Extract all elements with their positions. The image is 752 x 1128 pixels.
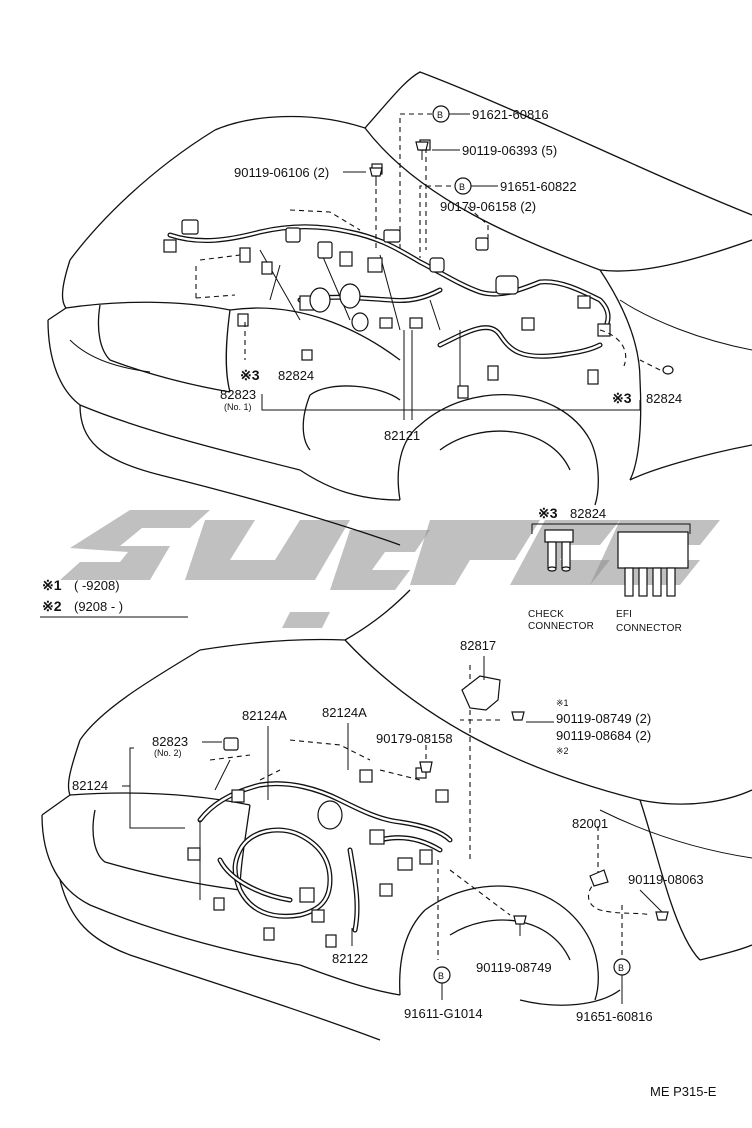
code-90119-06106: 90119-06106 (2)	[234, 165, 329, 180]
b-mark-text: B	[438, 971, 444, 981]
efi-connector-line2: CONNECTOR	[616, 623, 682, 634]
code-90119-08749: 90119-08749	[476, 960, 552, 975]
b-mark-text: B	[459, 182, 465, 192]
code-90119-08063: 90119-08063	[628, 872, 704, 887]
watermark-logo	[60, 510, 720, 628]
code-90179-08158: 90179-08158	[376, 731, 453, 746]
mark-1: ※1	[556, 698, 569, 708]
code-90119-08749-2: 90119-08749 (2)	[556, 711, 651, 726]
bottom-callouts: 82817 ※1 90119-08749 (2) 90119-08684 (2)…	[72, 638, 704, 1024]
label-82824-right: 82824	[646, 391, 682, 406]
mark-2: ※2	[556, 746, 569, 756]
bottom-part-icons	[419, 675, 669, 936]
code-90179-06158: 90179-06158 (2)	[440, 199, 536, 214]
check-connector-line1: CHECK	[528, 609, 564, 620]
label-82124: 82124	[72, 778, 108, 793]
legend: ※1 ( -9208) ※2 (9208 - )	[40, 577, 188, 618]
b-mark-3: B	[433, 966, 451, 984]
top-engine-harness	[163, 139, 674, 399]
code-91651-60816: 91651-60816	[576, 1009, 653, 1024]
bolt-icon-b	[513, 915, 527, 925]
detail-part-82824: 82824	[570, 506, 606, 521]
b-mark-text: B	[618, 963, 624, 973]
bottom-car-body	[41, 589, 752, 1041]
code-91621-60816: 91621-60816	[472, 107, 549, 122]
check-connector-icon	[544, 529, 574, 572]
label-82121: 82121	[384, 428, 420, 443]
connector-detail: ※3 82824 CHECK CONNECTOR EFI CONNECTOR	[528, 505, 691, 634]
label-no1: (No. 1)	[224, 402, 252, 412]
code-90119-08684: 90119-08684 (2)	[556, 728, 651, 743]
b-mark-2: B	[454, 177, 472, 195]
page-code: ME P315-E	[650, 1084, 717, 1099]
label-82817: 82817	[460, 638, 496, 653]
b-mark-1: B	[432, 105, 450, 123]
legend-mark-2: ※2	[42, 598, 62, 614]
b-mark-text: B	[437, 110, 443, 120]
top-callouts: B 91621-60816 90119-06393 (5) 90119-0610…	[220, 105, 682, 443]
top-leaders	[244, 113, 661, 371]
bolt-icons-top	[369, 141, 429, 186]
legend-mark-1: ※1	[42, 577, 62, 593]
label-82122: 82122	[332, 951, 368, 966]
efi-connector-icon	[617, 531, 689, 597]
label-82124A-1: 82124A	[242, 708, 287, 723]
label-82824-left: 82824	[278, 368, 314, 383]
bolt-icon-d	[419, 761, 433, 773]
legend-text-2: (9208 - )	[74, 599, 123, 614]
label-82001: 82001	[572, 816, 608, 831]
check-connector-line2: CONNECTOR	[528, 621, 594, 632]
bottom-engine-harness	[187, 737, 453, 948]
mark-3-right: ※3	[612, 390, 632, 406]
code-90119-06393: 90119-06393 (5)	[462, 143, 557, 158]
mark-3-left: ※3	[240, 367, 260, 383]
legend-text-1: ( -9208)	[74, 578, 120, 593]
label-82124A-2: 82124A	[322, 705, 367, 720]
label-82823: 82823	[220, 387, 256, 402]
label-82823-bottom: 82823	[152, 734, 188, 749]
bottom-leaders	[425, 665, 651, 960]
b-mark-4: B	[613, 958, 631, 976]
bracket-82817-icon	[461, 675, 501, 711]
code-91651-60822: 91651-60822	[500, 179, 577, 194]
efi-connector-line1: EFI	[616, 609, 632, 620]
bolt-icon-a	[511, 711, 525, 721]
label-no2: (No. 2)	[154, 748, 182, 758]
detail-mark-3: ※3	[538, 505, 558, 521]
sensor-82001-icon	[589, 869, 609, 887]
top-car-body	[47, 71, 752, 546]
code-91611-G1014: 91611-G1014	[404, 1006, 483, 1021]
bolt-icon-c	[655, 911, 669, 921]
